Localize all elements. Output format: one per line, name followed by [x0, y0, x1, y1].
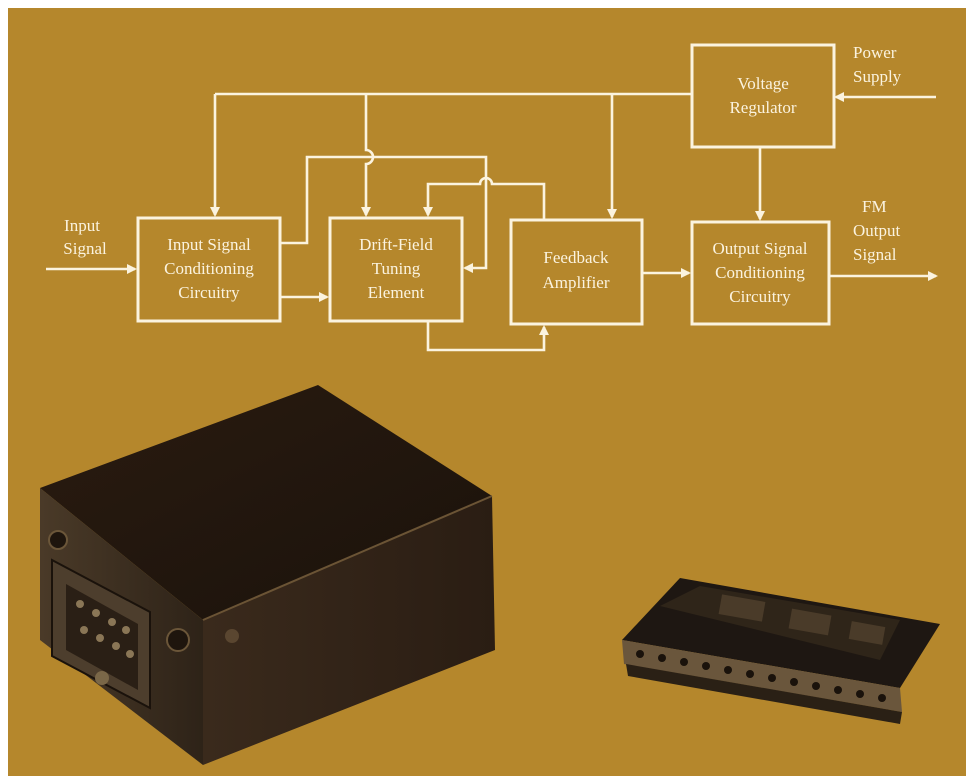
fm-output-label-3: Signal — [853, 245, 897, 264]
input-signal-label-2: Signal — [63, 239, 107, 258]
power-supply-label-2: Supply — [853, 67, 902, 86]
fm-output-label-1: FM — [862, 197, 887, 216]
mounting-hole — [49, 531, 67, 549]
voltage-regulator-label-2: Regulator — [729, 98, 796, 117]
feedback-amplifier-label-1: Feedback — [543, 248, 609, 267]
input-conditioning-label-1: Input Signal — [167, 235, 251, 254]
input-conditioning-label-2: Conditioning — [164, 259, 254, 278]
input-conditioning-label-3: Circuitry — [178, 283, 240, 302]
fm-output-label-2: Output — [853, 221, 901, 240]
output-conditioning-label-3: Circuitry — [729, 287, 791, 306]
input-signal-label-1: Input — [64, 216, 100, 235]
output-conditioning-label-2: Conditioning — [715, 263, 805, 282]
feedback-amplifier-label-2: Amplifier — [542, 273, 609, 292]
tuning-element-label-1: Drift-Field — [359, 235, 433, 254]
side-screw — [225, 629, 239, 643]
mounting-hole — [167, 629, 189, 651]
power-supply-label-1: Power — [853, 43, 897, 62]
output-conditioning-label-1: Output Signal — [713, 239, 808, 258]
tuning-element-label-2: Tuning — [372, 259, 421, 278]
tuning-element-label-3: Element — [368, 283, 425, 302]
voltage-regulator-label-1: Voltage — [737, 74, 789, 93]
